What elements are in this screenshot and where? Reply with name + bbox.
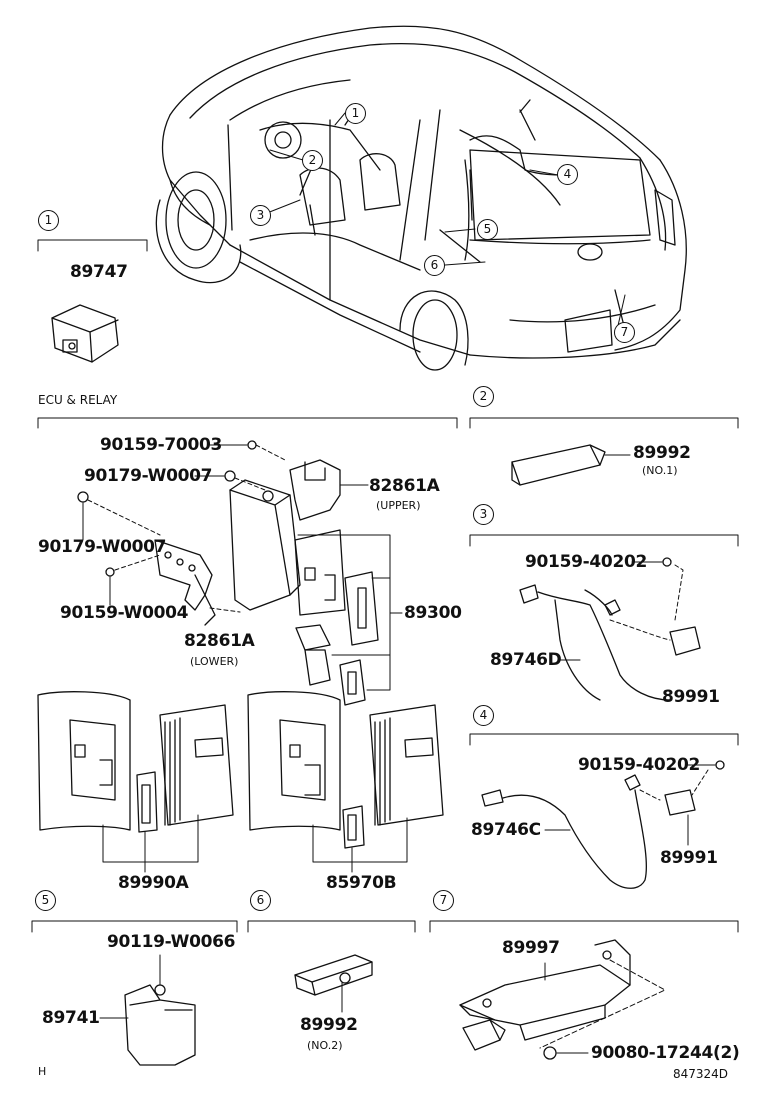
callout-leaders	[261, 112, 626, 331]
nut-90179-w0007-upper-label: 90179-W0007	[84, 466, 213, 486]
callout-2: 2	[302, 150, 323, 171]
part-89992-no2-label: 89992	[300, 1015, 358, 1035]
ecu-section-title: ECU & RELAY	[38, 393, 118, 407]
part-89741-label: 89741	[42, 1008, 100, 1028]
bracket-82861a-upper-label: 82861A	[369, 476, 440, 496]
callout-5: 5	[477, 219, 498, 240]
part-89997-label: 89997	[502, 938, 560, 958]
section-1-graphics	[37, 239, 148, 363]
section-3-number: 3	[473, 504, 494, 525]
section-5-graphics	[31, 920, 238, 1066]
section-3-graphics	[469, 534, 739, 701]
section-4-graphics	[469, 733, 739, 889]
bolt-90159-40202-s3-label: 90159-40202	[525, 552, 648, 572]
harness-89746d-label: 89746D	[490, 650, 562, 670]
bolt-90159-70003-label: 90159-70003	[100, 435, 223, 455]
section-4-number: 4	[473, 705, 494, 726]
section-6-number: 6	[250, 890, 271, 911]
section-5-number: 5	[35, 890, 56, 911]
callout-3: 3	[250, 205, 271, 226]
bracket-lower-note: (LOWER)	[190, 655, 239, 668]
section-1-number: 1	[38, 210, 59, 231]
section-7-graphics	[429, 920, 739, 1060]
section-2-graphics	[469, 417, 739, 486]
footer-diagram-number: 847324D	[673, 1067, 729, 1081]
callout-1: 1	[345, 103, 366, 124]
callout-7: 7	[614, 322, 635, 343]
ecu-section-graphics	[37, 417, 458, 873]
footer-left-code: H	[38, 1065, 47, 1078]
bolt-90119-w0066-label: 90119-W0066	[107, 932, 236, 952]
bracket-82861a-lower-label: 82861A	[184, 631, 255, 651]
antenna-89991-s4-label: 89991	[660, 848, 718, 868]
part-85970b-label: 85970B	[326, 873, 397, 893]
part-89992-no1-note: (NO.1)	[642, 464, 678, 477]
callout-6: 6	[424, 255, 445, 276]
nut-90080-17244-label: 90080-17244(2)	[591, 1043, 740, 1063]
part-89747-label: 89747	[70, 262, 128, 282]
bolt-90159-40202-s4-label: 90159-40202	[578, 755, 701, 775]
vehicle-illustration	[155, 25, 687, 371]
bolt-90159-w0004-label: 90159-W0004	[60, 603, 189, 623]
section-6-graphics	[247, 920, 416, 1013]
part-89300-label: 89300	[404, 603, 462, 623]
nut-90179-w0007-left-label: 90179-W0007	[38, 537, 167, 557]
part-89992-no1-label: 89992	[633, 443, 691, 463]
part-89992-no2-note: (NO.2)	[307, 1039, 343, 1052]
part-89990a-label: 89990A	[118, 873, 189, 893]
harness-89746c-label: 89746C	[471, 820, 541, 840]
callout-4: 4	[557, 164, 578, 185]
section-7-number: 7	[433, 890, 454, 911]
section-2-number: 2	[473, 386, 494, 407]
antenna-89991-s3-label: 89991	[662, 687, 720, 707]
bracket-upper-note: (UPPER)	[376, 499, 421, 512]
